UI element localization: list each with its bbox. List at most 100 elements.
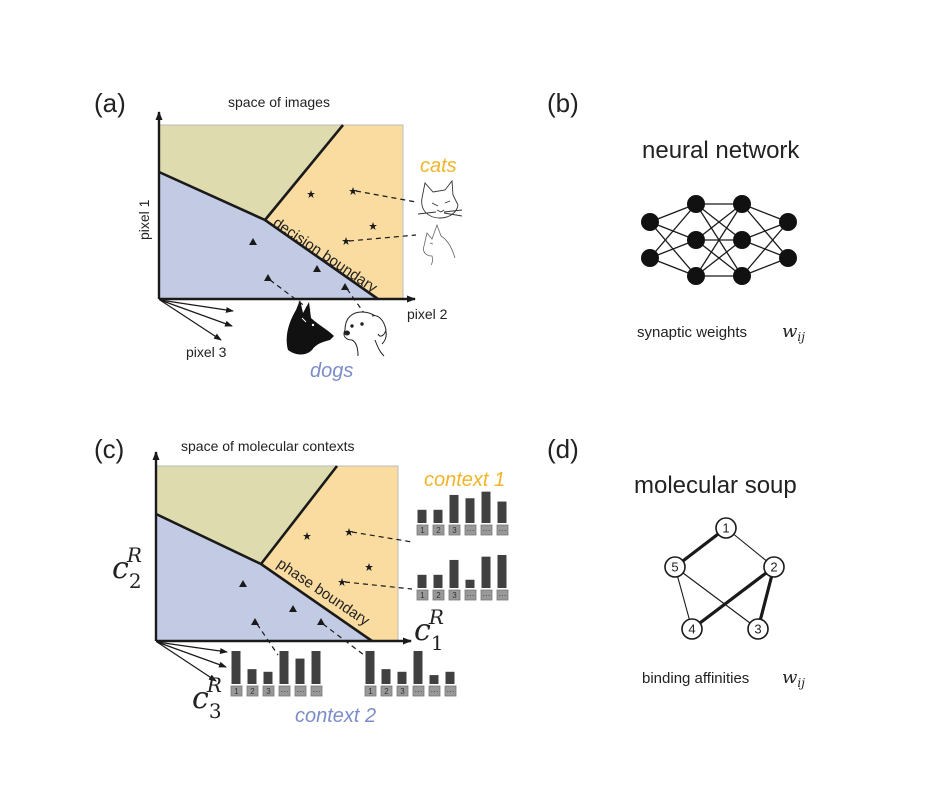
- species-box: [416, 589, 429, 601]
- region-top: [156, 466, 337, 564]
- molecule-node-label: 3: [754, 622, 761, 637]
- histogram-bar: [497, 555, 507, 588]
- binding-edge-5-3: [674, 566, 759, 630]
- species-label: ···: [483, 526, 491, 535]
- y-axis-sup: R: [126, 543, 142, 567]
- cat-profile-image: [423, 223, 456, 265]
- w-symbol: w: [782, 667, 798, 688]
- species-box: [230, 685, 243, 697]
- species-box: [412, 685, 425, 697]
- species-label: 2: [250, 687, 255, 696]
- cat-face-image: [417, 179, 463, 219]
- species-box: [364, 685, 377, 697]
- molecule-node: [715, 517, 737, 539]
- species-label: 1: [420, 591, 425, 600]
- species-label: 2: [436, 526, 441, 535]
- neuron-node: [641, 249, 659, 267]
- neuron-node: [687, 267, 705, 285]
- connector: [344, 581, 413, 590]
- species-box: [448, 589, 461, 601]
- species-label: 3: [452, 591, 457, 600]
- species-label: 2: [384, 687, 389, 696]
- histogram-bar: [263, 671, 273, 684]
- context1-label: context 1: [424, 469, 505, 491]
- molecule-node: [664, 556, 686, 578]
- panel-b-title: neural network: [642, 137, 800, 164]
- region-top: [159, 125, 343, 220]
- histogram-bar: [445, 671, 455, 684]
- y-axis-sub: 2: [129, 569, 142, 593]
- x-axis-sup: R: [428, 605, 444, 629]
- z-axis-arrow: [156, 641, 228, 654]
- z-axis-sub: 3: [209, 699, 222, 723]
- neuron-node: [733, 195, 751, 213]
- z-axis-arrow: [159, 299, 234, 313]
- z-axis-arrow: [159, 299, 222, 341]
- x-axis-sub: 1: [431, 631, 444, 655]
- species-box: [432, 524, 445, 536]
- species-label: 3: [266, 687, 271, 696]
- context2-label: context 2: [295, 705, 376, 727]
- z-axis-symbol: c: [192, 681, 209, 716]
- panel-a-title: space of images: [228, 94, 330, 110]
- connector: [256, 623, 279, 656]
- caption-text: synaptic weights: [637, 324, 747, 341]
- molecule-node-label: 5: [671, 560, 678, 575]
- connector: [355, 190, 417, 203]
- histogram-bar: [365, 651, 375, 684]
- region-blue: [159, 172, 378, 299]
- molecule-node-label: 1: [722, 521, 729, 536]
- synapse-edge: [695, 203, 743, 241]
- z-axis-arrow: [156, 641, 217, 682]
- connector: [348, 234, 417, 242]
- species-box: [480, 589, 493, 601]
- neuron-node: [641, 213, 659, 231]
- species-label: ···: [297, 687, 305, 696]
- z-axis-arrow: [156, 641, 227, 668]
- species-box: [246, 685, 259, 697]
- panel-d-caption: binding affinities: [642, 670, 749, 687]
- y-axis-symbol: c: [112, 551, 129, 586]
- species-label: ···: [415, 687, 423, 696]
- species-box: [416, 524, 429, 536]
- species-box: [428, 685, 441, 697]
- panel-d-title: molecular soup: [634, 472, 797, 499]
- histogram-bar: [279, 651, 289, 684]
- species-label: ···: [281, 687, 289, 696]
- species-box: [380, 685, 393, 697]
- species-box: [496, 589, 509, 601]
- species-box: [496, 524, 509, 536]
- species-label: 3: [452, 526, 457, 535]
- z-axis-label: pixel 3: [186, 344, 227, 360]
- region-blue: [156, 514, 372, 641]
- molecule-node: [763, 556, 785, 578]
- species-box: [432, 589, 445, 601]
- synapse-edge: [741, 221, 789, 277]
- panel-c-label: (c): [94, 434, 124, 464]
- w-subscript: ij: [797, 676, 805, 690]
- synapse-edge: [695, 203, 743, 277]
- species-label: ···: [499, 526, 507, 535]
- histogram-bar: [247, 669, 257, 684]
- boundary-line-2: [263, 124, 345, 221]
- molecule-node-label: 2: [770, 560, 777, 575]
- species-box: [278, 685, 291, 697]
- species-label: ···: [467, 526, 475, 535]
- puppy-image: [343, 311, 387, 357]
- panel-b: (b) neural network synaptic weights wij: [547, 88, 805, 344]
- species-label: 1: [368, 687, 373, 696]
- region-orange: [265, 125, 403, 299]
- w-symbol: w: [782, 321, 798, 342]
- z-axis-sup: R: [206, 673, 222, 697]
- german-shepherd-image: [286, 300, 334, 355]
- weight-symbol: wij: [782, 667, 805, 690]
- species-label: ···: [467, 591, 475, 600]
- species-box: [480, 524, 493, 536]
- histogram-bar: [449, 494, 459, 523]
- panel-a: (a) space of images pixel 1 pixel 2 pixe…: [94, 88, 463, 382]
